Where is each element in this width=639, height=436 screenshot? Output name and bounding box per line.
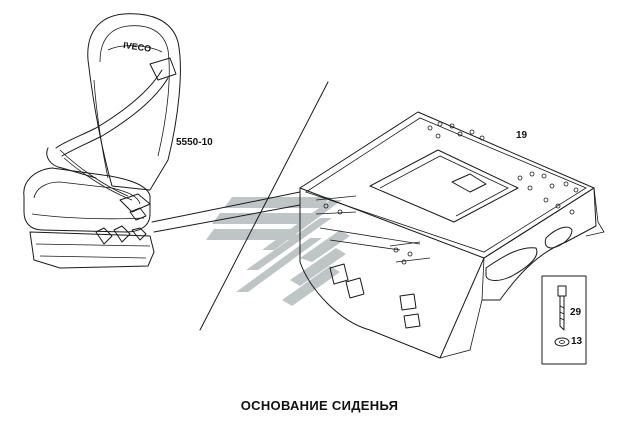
hardware-box <box>541 275 587 365</box>
diagram-caption: ОСНОВАНИЕ СИДЕНЬЯ <box>240 398 399 413</box>
seat-illustration <box>23 13 181 269</box>
callout-seat-part-number: 5550-10 <box>176 137 213 148</box>
seat-base-illustration <box>299 111 605 359</box>
bolt-head <box>557 285 567 297</box>
watermark-logo <box>206 197 350 306</box>
callout-bolt-ref: 29 <box>570 307 582 318</box>
mounting-holes <box>323 121 579 265</box>
leader-line-upper <box>151 191 301 223</box>
callout-washer-ref: 13 <box>571 336 583 347</box>
leader-line-lower <box>153 204 301 233</box>
callout-base-ref: 19 <box>516 130 528 141</box>
leader-line-diagonal <box>199 81 329 331</box>
